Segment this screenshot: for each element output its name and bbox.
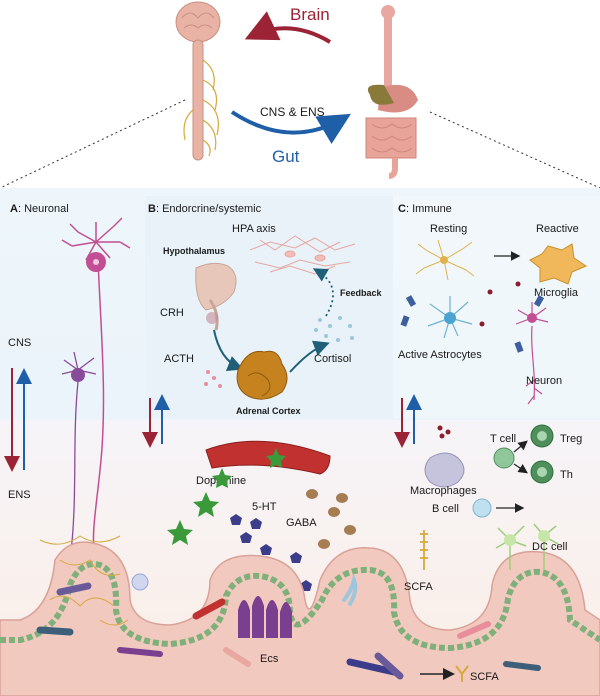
brain-spinal-cord-illustration [175,1,221,161]
gut-label: Gut [272,147,300,166]
hypothalamus-neurons [249,235,356,275]
dendritic-cell [495,523,559,570]
serotonin-label: 5-HT [252,501,277,513]
zoom-line-right [429,111,600,189]
feedback-arrow [312,268,334,317]
acth-arrow [213,329,244,371]
t-cell-label: T cell [490,433,516,445]
hpa-axis-label: HPA axis [232,223,276,235]
active-astrocyte [427,296,473,339]
t-cell-to-treg-arrow [513,440,528,453]
macrophage-cell [424,452,465,488]
resting-microglia-soma [440,256,448,264]
neuron-label: Neuron [526,375,562,387]
macrophage-granules [437,425,451,439]
scfa-molecule-mid [420,530,428,570]
hypothalamus-label: Hypothalamus [163,246,225,256]
acth-particles [204,370,222,388]
microglia-label: Microglia [534,287,579,299]
ens-label: ENS [8,489,31,501]
cortisol-arrow [289,340,330,373]
b-cell [472,498,492,518]
scfa-mid-label: SCFA [404,581,433,593]
cns-ens-label: CNS & ENS [260,105,325,119]
cortisol-particles [314,316,354,342]
resting-microglia [415,239,475,281]
astrocyte-soma [444,312,456,324]
reactive-microglia [529,243,588,285]
cns-neuron-small [61,351,97,561]
dc-soma-left [504,534,516,546]
neuron-soma-small [71,368,85,382]
neuron-nucleus [93,259,99,265]
reactive-label: Reactive [536,223,579,235]
intestinal-epithelium [0,541,600,696]
t-cell-to-th-arrow [513,463,528,474]
gaba-molecules [306,489,356,549]
panel-c-heading: C: Immune [398,203,452,215]
panel-c-background [393,196,600,418]
panel-c-neuron-soma [527,313,537,323]
pituitary-illustration [195,262,237,331]
ecs-label: Ecs [260,653,279,665]
enteric-nerve-network [39,535,129,626]
brain-label: Brain [290,5,330,24]
dopamine-stars [167,448,286,545]
acth-label: ACTH [164,353,194,365]
scfa-molecule-bottom [455,665,469,682]
panel-a-heading: A: Neuronal [10,203,69,215]
adrenal-detail [247,372,271,397]
feedback-label: Feedback [340,288,383,298]
cns-label: CNS [8,337,31,349]
dc-cell-label: DC cell [532,541,567,553]
b-cell-label: B cell [432,503,459,515]
active-astrocytes-label: Active Astrocytes [398,349,482,361]
adrenal-cortex-label: Adrenal Cortex [236,406,301,416]
scfa-bottom-label: SCFA [470,671,499,683]
digestive-tract-illustration [365,5,418,179]
treg-label: Treg [560,433,582,445]
th-nucleus [537,467,547,477]
gaba-label: GABA [286,517,317,529]
treg-nucleus [537,431,547,441]
crh-label: CRH [160,307,184,319]
enteroendocrine-cells [238,596,292,638]
dc-soma-right [538,530,550,542]
resting-label: Resting [430,223,467,235]
t-cell [493,447,515,469]
cortisol-label: Cortisol [314,353,351,365]
brain-direction-arrow [244,11,332,44]
gut-direction-arrow [230,110,351,144]
gut-bacteria [36,573,541,680]
cytokine-dots [479,281,521,327]
panel-c-neuron [515,302,549,405]
cns-neuron-large [61,217,131,561]
antibody-icons [400,295,545,353]
macrophages-label: Macrophages [410,485,477,497]
panel-b-heading: B: Endorcrine/systemic [148,203,262,215]
th-label: Th [560,469,573,481]
zoom-line-left [0,99,186,189]
immune-cell-epithelium [131,573,149,591]
